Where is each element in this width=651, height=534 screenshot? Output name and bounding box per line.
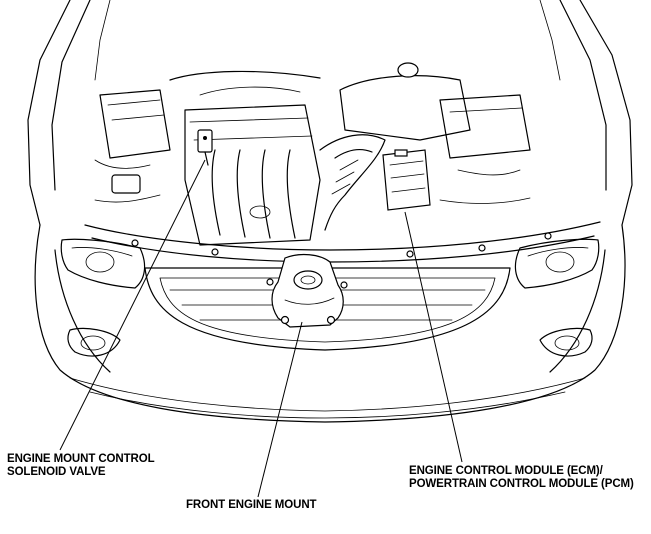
- front-bumper: [34, 224, 626, 423]
- front-mount-leader-line: [257, 321, 303, 498]
- ecm-pcm-module: [382, 149, 431, 211]
- ecm-label-line2: POWERTRAIN CONTROL MODULE (PCM): [409, 478, 634, 490]
- battery-area: [94, 89, 171, 203]
- ecm-pcm-label: ENGINE CONTROL MODULE (ECM)/ POWERTRAIN …: [409, 465, 634, 491]
- solenoid-label-line1: ENGINE MOUNT CONTROL: [7, 453, 155, 465]
- solenoid-valve: [197, 129, 213, 166]
- ecm-leader-line: [404, 211, 463, 463]
- front-engine-mount-label: FRONT ENGINE MOUNT: [186, 499, 317, 512]
- right-headlight: [514, 238, 600, 289]
- raised-hood: [27, 0, 633, 226]
- front-engine-mount: [266, 253, 348, 328]
- solenoid-label-line2: SOLENOID VALVE: [7, 466, 106, 478]
- ecm-label-line1: ENGINE CONTROL MODULE (ECM)/: [409, 465, 603, 477]
- engine-block: [169, 70, 321, 246]
- fog-lights: [67, 327, 593, 357]
- solenoid-valve-label: ENGINE MOUNT CONTROL SOLENOID VALVE: [7, 453, 155, 479]
- leader-lines: [59, 159, 463, 498]
- solenoid-leader-line: [59, 159, 206, 451]
- right-engine-components: [339, 62, 531, 204]
- radiator-support: [84, 221, 601, 263]
- intake-duct: [319, 134, 386, 231]
- front-mount-label-text: FRONT ENGINE MOUNT: [186, 499, 317, 511]
